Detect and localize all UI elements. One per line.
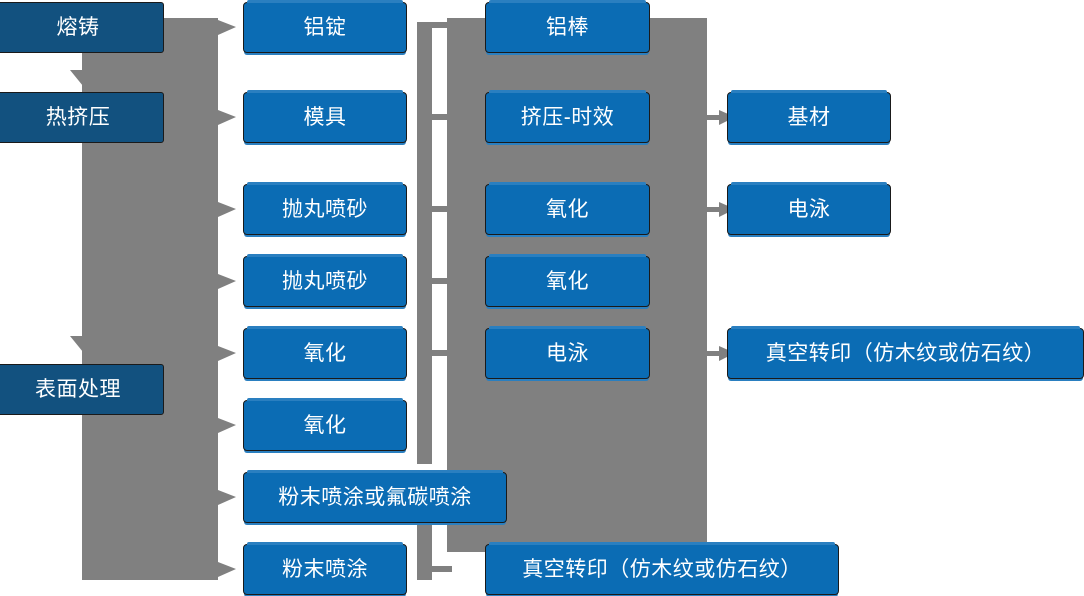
step-electrophoresis-1[interactable]: 电泳 [485, 326, 650, 379]
stage-surface-label: 表面处理 [35, 378, 121, 401]
step-mold[interactable]: 模具 [243, 90, 407, 143]
step-vacuum-transfer-1-label: 真空转印（仿木纹或仿石纹） [522, 558, 802, 581]
step-oxidation-1[interactable]: 氧化 [243, 326, 407, 379]
step-electrophoresis-2-label: 电泳 [787, 198, 831, 221]
step-electrophoresis-2[interactable]: 电泳 [727, 182, 891, 235]
step-oxidation-3-label: 氧化 [546, 198, 589, 221]
step-aluminum-rod[interactable]: 铝棒 [485, 0, 650, 53]
stage-hot-extrude-label: 热挤压 [45, 106, 111, 129]
stage-melt-cast-label: 熔铸 [56, 16, 100, 39]
step-extrude-aging-label: 挤压-时效 [520, 106, 615, 129]
step-oxidation-3[interactable]: 氧化 [485, 182, 650, 235]
step-powder-or-pvdf[interactable]: 粉末喷涂或氟碳喷涂 [243, 470, 507, 523]
step-oxidation-4-label: 氧化 [546, 270, 589, 293]
step-aluminum-rod-label: 铝棒 [546, 16, 589, 39]
step-mold-label: 模具 [303, 106, 347, 129]
step-shot-blast-1[interactable]: 抛丸喷砂 [243, 182, 407, 235]
step-extrude-aging[interactable]: 挤压-时效 [485, 90, 650, 143]
step-oxidation-2[interactable]: 氧化 [243, 398, 407, 451]
step-powder-or-pvdf-label: 粉末喷涂或氟碳喷涂 [278, 486, 472, 509]
step-vacuum-transfer-2-label: 真空转印（仿木纹或仿石纹） [765, 342, 1046, 365]
center-right-arrows [707, 110, 735, 361]
step-oxidation-4[interactable]: 氧化 [485, 254, 650, 307]
step-shot-blast-2[interactable]: 抛丸喷砂 [243, 254, 407, 307]
step-powder-coating-label: 粉末喷涂 [282, 558, 368, 581]
step-vacuum-transfer-2[interactable]: 真空转印（仿木纹或仿石纹） [727, 326, 1084, 379]
stage-hot-extrude[interactable]: 热挤压 [0, 92, 164, 143]
step-electrophoresis-1-label: 电泳 [546, 342, 589, 365]
step-powder-coating[interactable]: 粉末喷涂 [243, 542, 407, 595]
step-oxidation-2-label: 氧化 [303, 414, 347, 437]
left-right-arrows [218, 20, 236, 577]
stage-surface[interactable]: 表面处理 [0, 364, 164, 415]
step-aluminum-ingot-label: 铝锭 [303, 16, 347, 39]
step-shot-blast-2-label: 抛丸喷砂 [282, 270, 368, 293]
step-aluminum-ingot[interactable]: 铝锭 [243, 0, 407, 53]
step-vacuum-transfer-1[interactable]: 真空转印（仿木纹或仿石纹） [485, 542, 839, 595]
step-base-material[interactable]: 基材 [727, 90, 891, 143]
stage-melt-cast[interactable]: 熔铸 [0, 2, 164, 53]
step-base-material-label: 基材 [787, 106, 831, 129]
step-shot-blast-1-label: 抛丸喷砂 [282, 198, 368, 221]
step-oxidation-1-label: 氧化 [303, 342, 347, 365]
